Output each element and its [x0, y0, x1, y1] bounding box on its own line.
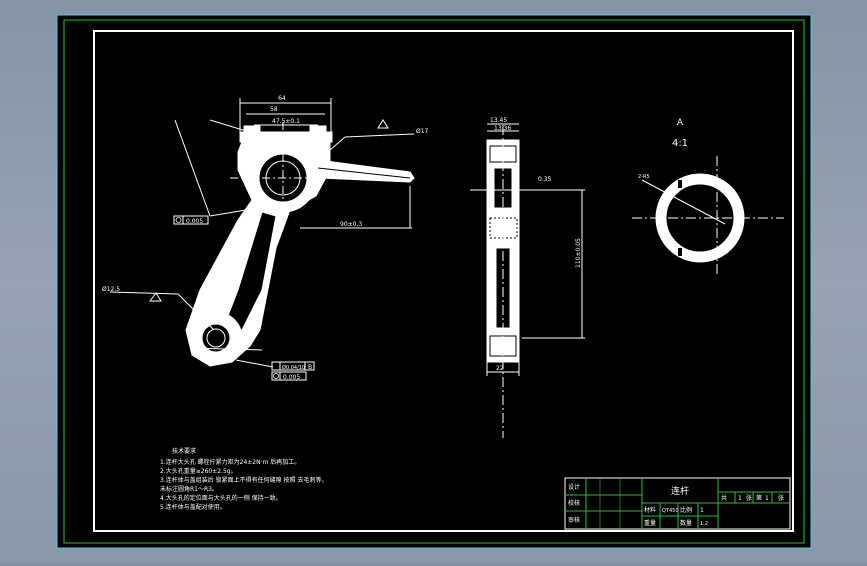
detail-scale: 4:1 [672, 138, 688, 149]
side-dim-length: 110±0.05 [575, 238, 582, 268]
tb-scale: 1 [700, 507, 704, 514]
tb-count-label: 数量 [680, 519, 692, 527]
tb-sheet-e: 1 [765, 495, 769, 502]
inner-frame [93, 30, 794, 532]
tb-count: 1:2 [700, 521, 708, 527]
tb-scale-label: 比例 [680, 506, 692, 514]
tb-sheet-f: 张 [778, 494, 784, 502]
dim-width-outer: 64 [278, 95, 286, 102]
drawing-sheet [56, 14, 812, 549]
note-1: 1.连杆大头孔 螺栓拧紧力矩为24±2N·m 后再加工。 [160, 458, 300, 466]
side-dim-bottom: 22 [496, 365, 504, 372]
side-dim-slot: 0.35 [538, 176, 552, 183]
flatness-value: 0.005 [186, 218, 203, 225]
tb-approved: 审核 [568, 516, 580, 524]
detail-radius: 2-R5 [638, 174, 650, 180]
tb-sheet-d: 第 [756, 494, 762, 502]
side-dim-top: 13.45 [490, 117, 507, 124]
tech-notes: 技术要求 1.连杆大头孔 螺栓拧紧力矩为24±2N·m 后再加工。 2.大头孔重… [160, 447, 327, 511]
dim-width-inner: 47.5±0.1 [272, 118, 300, 125]
tb-material: QT450 [662, 508, 679, 514]
note-4: 未标注圆角R1～R3。 [160, 485, 218, 493]
tb-checked: 校核 [568, 499, 580, 507]
tb-material-label: 材料 [644, 506, 656, 514]
tb-sheet-c: 张 [746, 494, 752, 502]
dim-width-mid: 58 [270, 106, 278, 113]
parallel-value: Ø0.04/10 [282, 364, 305, 371]
dim-small-hole: Ø12.5 [102, 286, 120, 293]
flatness2-value: 0.005 [283, 374, 300, 381]
outer-frame [63, 19, 805, 544]
front-view [109, 98, 415, 368]
side-view [470, 123, 585, 438]
parallel-ref: B [308, 364, 312, 371]
dim-big-hole: Ø17 [416, 128, 429, 135]
note-5: 4.大头孔的定位面与大头孔的一侧 保持一致。 [160, 494, 282, 502]
tb-designed: 设计 [568, 483, 580, 491]
note-2: 2.大头孔重量≥260±2.5g。 [160, 467, 237, 475]
dim-center: 90±0.3 [340, 221, 362, 228]
note-6: 5.连杆体与盖配对使用。 [160, 503, 226, 511]
side-dim-top2: 13.36 [494, 125, 511, 132]
tb-sheet-b: 1 [738, 495, 742, 502]
tb-sheet-a: 共 [721, 494, 727, 502]
notes-title: 技术要求 [172, 447, 196, 455]
detail-label: A [677, 118, 684, 128]
tb-weight-label: 重量 [644, 519, 656, 527]
title-block [564, 477, 791, 530]
note-3: 3.连杆体与盖组装后 锁紧面上不得有任何缝隙 按照 去毛刺等。 [160, 476, 327, 484]
detail-view-a [632, 156, 784, 276]
tb-part-name: 连杆 [671, 485, 689, 497]
